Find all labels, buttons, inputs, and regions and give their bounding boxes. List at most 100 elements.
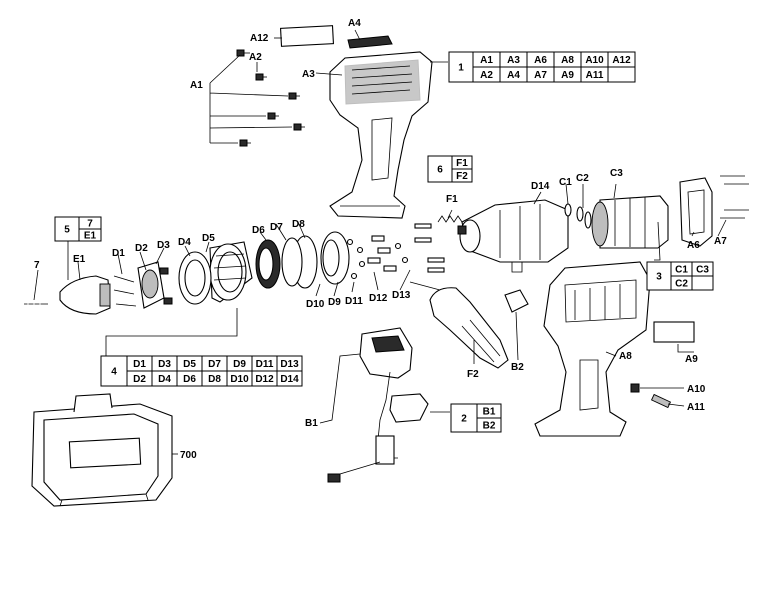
label-D9: D9: [328, 297, 341, 308]
side-handle-f2: [429, 287, 509, 369]
connector-a11: [650, 393, 672, 409]
group-number: 4: [111, 367, 117, 378]
label-D3: D3: [157, 240, 170, 251]
group-cell-label: A3: [507, 55, 520, 66]
group-cell-label: A2: [480, 70, 493, 81]
label-A12: A12: [250, 33, 269, 44]
part-labels: A12 A4 A2 A1 A3 F1 D14 C1 C2 C3 A6 A7 D8…: [34, 18, 727, 461]
group-cell-label: A1: [480, 55, 493, 66]
label-7: 7: [34, 260, 40, 271]
label-F2: F2: [467, 369, 479, 380]
label-plate-a9: [653, 321, 695, 343]
housing-half-left: [329, 51, 433, 219]
label-D8: D8: [292, 219, 305, 230]
group-number-cell: [427, 155, 453, 183]
housing-screws-a1: [236, 49, 305, 147]
label-C1: C1: [559, 177, 572, 188]
group-cell-label: A10: [585, 55, 604, 66]
group-number-cell: [100, 355, 128, 387]
label-A1: A1: [190, 80, 203, 91]
group-cell: [476, 417, 502, 433]
carry-case-700: [31, 393, 173, 507]
group-cell-label: A8: [561, 55, 574, 66]
group-cell: [691, 275, 714, 291]
label-E1: E1: [73, 254, 86, 265]
clutch-assembly: [137, 231, 350, 309]
group-cell-label: D14: [280, 374, 299, 385]
group-cell-label: C2: [675, 279, 688, 290]
label-B2: B2: [511, 362, 524, 373]
label-D12: D12: [369, 293, 388, 304]
group-cell-label: D12: [255, 374, 274, 385]
belt-clip-b2: [504, 289, 529, 313]
label-D4: D4: [178, 237, 191, 248]
group-cell-label: F1: [456, 158, 468, 169]
led-a10: [630, 383, 640, 393]
switch-b1: [327, 327, 429, 483]
group-cell-label: A4: [507, 70, 520, 81]
screws-d1: [113, 275, 137, 307]
label-A2: A2: [249, 52, 262, 63]
label-D7: D7: [270, 222, 283, 233]
motor-endcap-a6: [679, 177, 713, 247]
label-A4: A4: [348, 18, 361, 29]
group-cell-label: D2: [133, 374, 146, 385]
motor-c3: [591, 195, 669, 249]
label-D1: D1: [112, 248, 125, 259]
group-cell-label: C3: [696, 265, 709, 276]
label-D6: D6: [252, 225, 265, 236]
group-cell-label: D9: [233, 359, 246, 370]
switch-button-a4: [347, 35, 393, 49]
label-D5: D5: [202, 233, 215, 244]
group-cell-label: D1: [133, 359, 146, 370]
label-A7: A7: [714, 236, 727, 247]
group-cell-label: B1: [483, 407, 496, 418]
group-cell: [78, 228, 102, 242]
label-D10: D10: [306, 299, 325, 310]
group-cell-label: A7: [534, 70, 547, 81]
label-D2: D2: [135, 243, 148, 254]
group-cell-label: D11: [256, 359, 274, 370]
group-number-cell: [450, 403, 478, 433]
pins-d11-d12-d13: [346, 223, 445, 280]
spring-f1: [437, 215, 467, 235]
washers-c1-c2: [564, 203, 592, 229]
group-cell: [276, 370, 303, 387]
group-cell: [607, 66, 636, 83]
group-cell-label: F2: [456, 171, 468, 182]
label-A3: A3: [302, 69, 315, 80]
label-plate-a12: [279, 25, 335, 47]
label-C3: C3: [610, 168, 623, 179]
group-cell-label: C1: [675, 265, 688, 276]
group-cell-label: A6: [534, 55, 547, 66]
group-number: 6: [437, 165, 443, 176]
group-number: 5: [64, 225, 70, 236]
group-number: 2: [461, 414, 467, 425]
label-A6: A6: [687, 240, 700, 251]
group-cell: [451, 168, 473, 183]
chuck-screw-7: [24, 302, 48, 306]
group-cell-label: D7: [208, 359, 221, 370]
label-D11: D11: [345, 296, 363, 307]
group-cell-label: D10: [230, 374, 249, 385]
group-cell-label: A12: [612, 55, 631, 66]
label-A8: A8: [619, 351, 632, 362]
group-number: 1: [458, 63, 464, 74]
label-D13: D13: [392, 290, 411, 301]
label-A10: A10: [687, 384, 706, 395]
group-cell-label: D4: [158, 374, 171, 385]
group-cell-label: D13: [280, 359, 299, 370]
label-A9: A9: [685, 354, 698, 365]
group-cell-label: D8: [208, 374, 221, 385]
leader-lines: [33, 29, 727, 455]
group-cell-label: A9: [561, 70, 574, 81]
label-F1: F1: [446, 194, 458, 205]
group-cell-label: D3: [158, 359, 171, 370]
